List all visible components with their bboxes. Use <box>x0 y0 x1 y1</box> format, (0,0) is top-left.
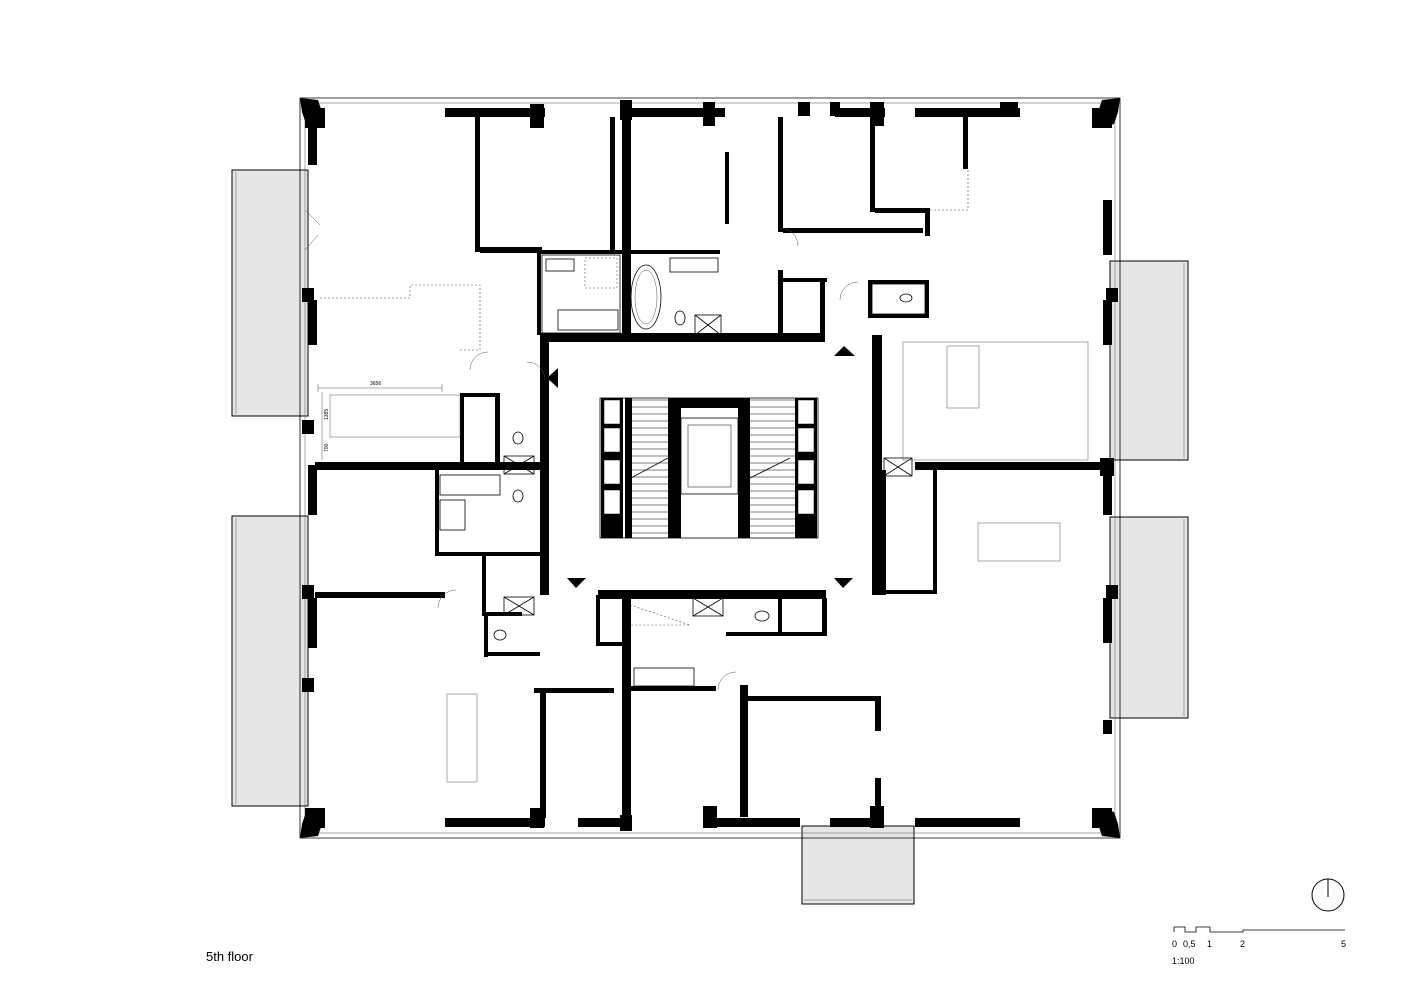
scale-ratio: 1:100 <box>1172 956 1195 966</box>
balcony-east-lower <box>1109 516 1189 719</box>
door-swings <box>304 170 969 691</box>
scale-tick-2: 2 <box>1240 939 1245 949</box>
dimension-depth: 1385 <box>324 409 330 420</box>
scale-tick-5: 5 <box>1341 939 1346 949</box>
interior-walls <box>315 110 1110 818</box>
direction-markers <box>547 346 855 588</box>
dimension-width: 3656 <box>370 381 381 387</box>
floor-title: 5th floor <box>206 949 253 964</box>
stair-core <box>599 397 819 539</box>
scale-tick-1: 1 <box>1207 939 1212 949</box>
north-arrow-icon <box>1311 878 1345 912</box>
scale-tick-0: 0 <box>1172 939 1177 949</box>
dimension-lines: 3656 1385 700 <box>317 381 443 460</box>
scale-bar: 0 0,5 1 2 5 1:100 <box>1172 926 1346 966</box>
exterior-walls <box>302 100 1118 831</box>
balconies <box>231 169 1189 905</box>
balcony-west-lower <box>231 515 309 807</box>
scale-tick-05: 0,5 <box>1183 939 1196 949</box>
fixtures <box>329 254 1089 783</box>
balcony-south <box>801 825 915 905</box>
dimension-offset: 700 <box>324 443 330 452</box>
balcony-west-upper <box>231 169 309 417</box>
balcony-east-upper <box>1109 260 1189 461</box>
